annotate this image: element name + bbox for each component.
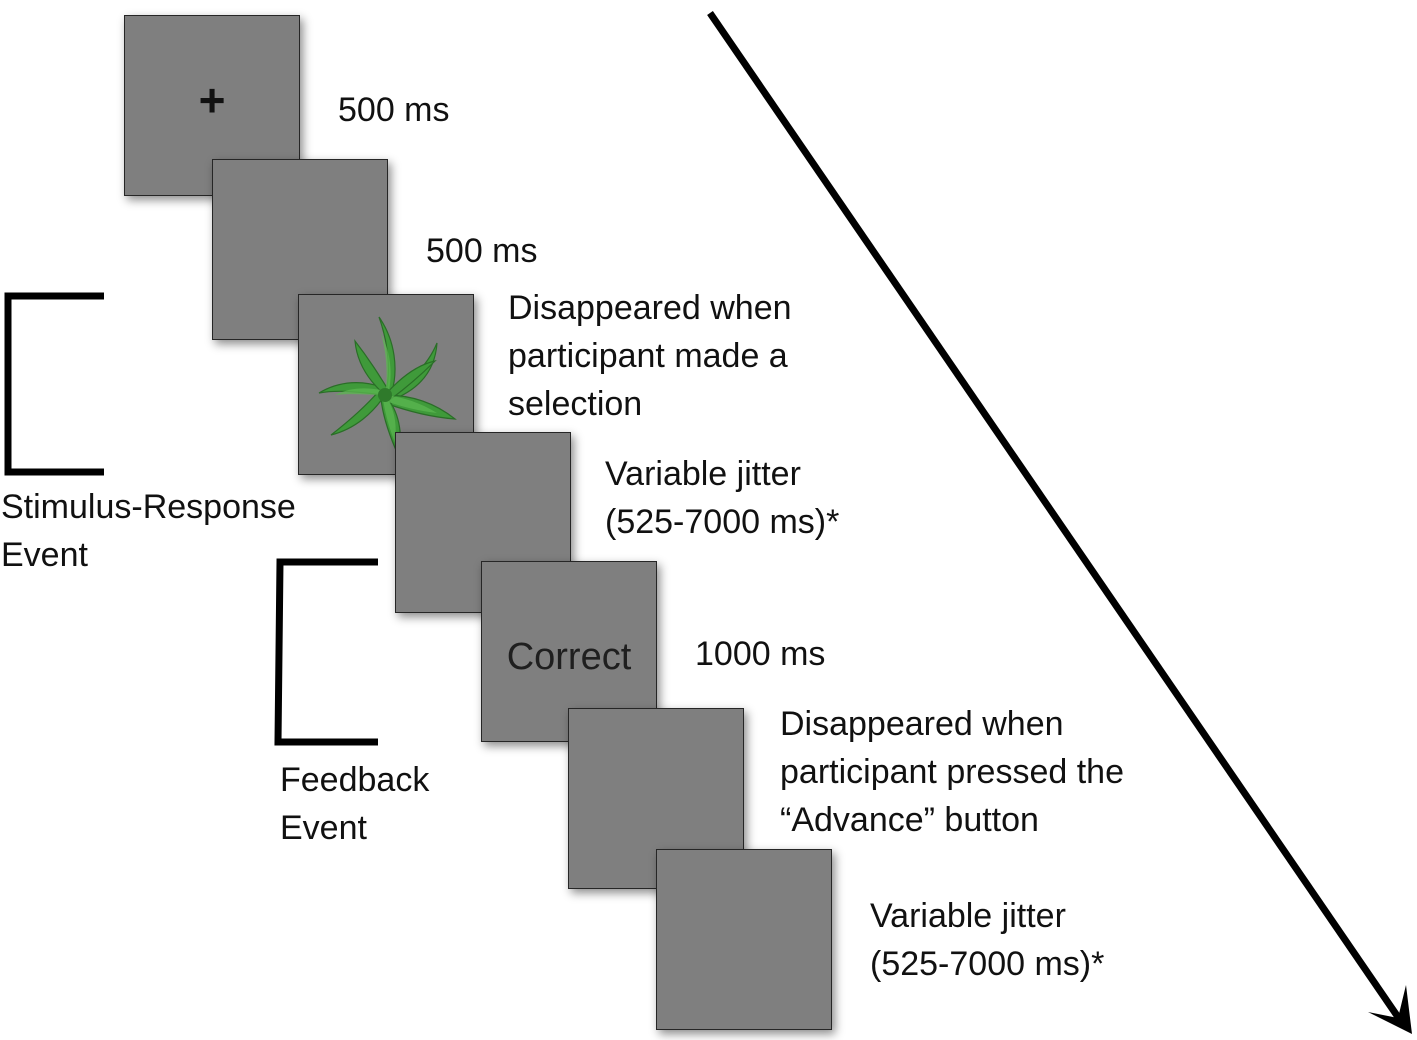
stimulus-response-event-label: Stimulus-Response Event — [1, 488, 296, 574]
feedback-bracket — [274, 558, 378, 746]
time-arrow-head — [1368, 985, 1412, 1034]
stimulus-response-bracket — [4, 292, 104, 476]
duration-label-jitter-2: Variable jitter (525-7000 ms)* — [870, 897, 1105, 983]
duration-label-advance: Disappeared when participant pressed the… — [780, 705, 1124, 839]
feedback-text: Correct — [506, 636, 632, 678]
duration-label-fixation: 500 ms — [338, 91, 450, 129]
feedback-event-label: Feedback Event — [280, 761, 430, 847]
duration-label-jitter-1: Variable jitter (525-7000 ms)* — [605, 455, 840, 541]
duration-label-feedback: 1000 ms — [695, 635, 826, 673]
fixation-cross: + — [198, 73, 226, 126]
duration-label-stimulus: Disappeared when participant made a sele… — [508, 289, 792, 423]
blank-screen-4 — [656, 849, 832, 1030]
duration-label-blank-1: 500 ms — [426, 232, 538, 270]
